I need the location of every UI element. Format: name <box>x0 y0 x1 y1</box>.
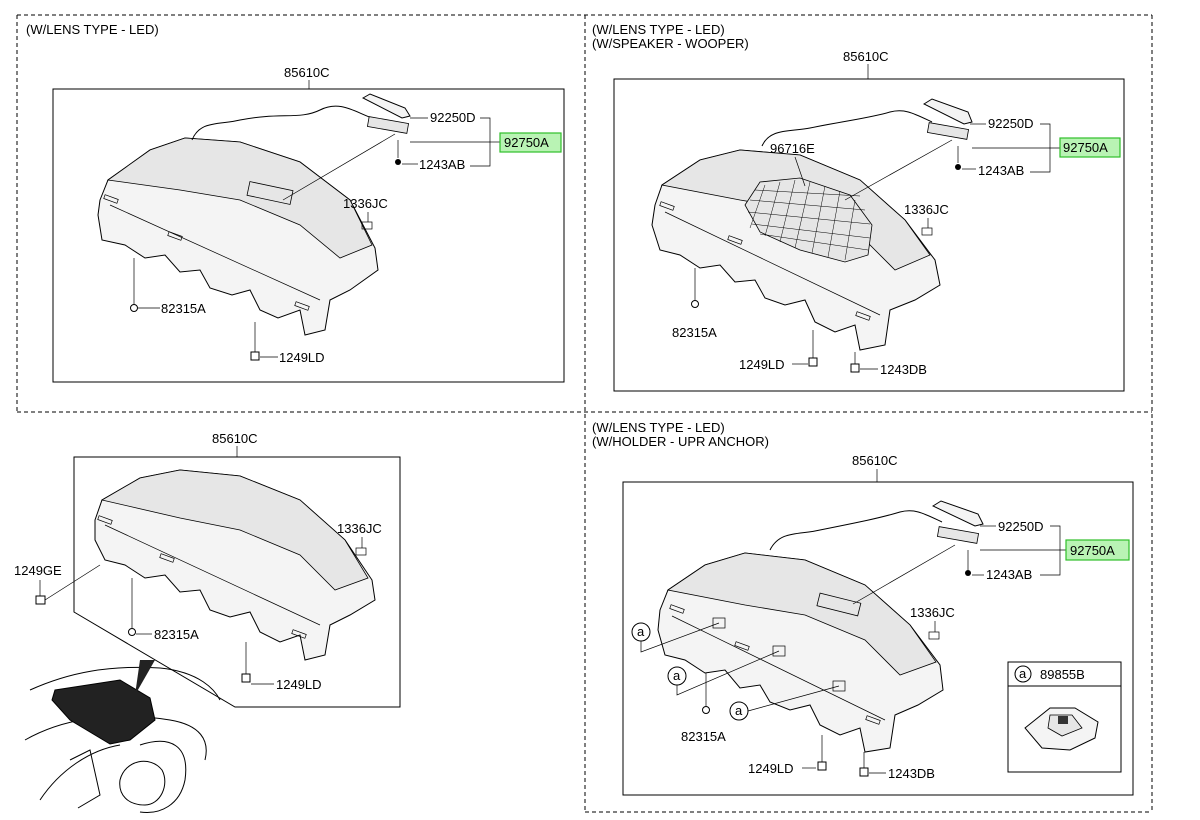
part-label-85610c: 85610C <box>284 65 330 80</box>
part-label-82315a: 82315A <box>161 301 206 316</box>
panel-bottom-right: (W/LENS TYPE - LED) (W/HOLDER - UPR ANCH… <box>592 420 1134 796</box>
part-label-92750a: 92750A <box>504 135 549 150</box>
part-highlight-92750a <box>499 132 562 153</box>
part-label-89855b: 89855B <box>1040 667 1085 682</box>
part-label-1336jc: 1336JC <box>904 202 949 217</box>
part-label-1249ld: 1249LD <box>739 357 785 372</box>
part-label-1336jc: 1336JC <box>910 605 955 620</box>
callout-a: a <box>637 624 645 639</box>
part-label-92250d: 92250D <box>988 116 1034 131</box>
panel-top-right: (W/LENS TYPE - LED) (W/SPEAKER - WOOPER)… <box>592 22 1125 392</box>
part-label-1336jc: 1336JC <box>337 521 382 536</box>
part-label-92750a: 92750A <box>1070 543 1115 558</box>
panel-top-left: (W/LENS TYPE - LED) 85610C 92250D 92750A… <box>26 22 565 383</box>
panel-bottom-left: 85610C 1336JC 1249GE 82315A 1249LD <box>14 431 401 814</box>
part-label-1243db: 1243DB <box>888 766 935 781</box>
part-label-85610c: 85610C <box>843 49 889 64</box>
panel-title: (W/LENS TYPE - LED) <box>592 420 725 435</box>
section-frames <box>16 14 1153 813</box>
part-label-92250d: 92250D <box>430 110 476 125</box>
panel-title: (W/LENS TYPE - LED) <box>26 22 159 37</box>
part-label-92250d: 92250D <box>998 519 1044 534</box>
part-label-1243ab: 1243AB <box>978 163 1024 178</box>
part-label-82315a: 82315A <box>154 627 199 642</box>
part-label-82315a: 82315A <box>681 729 726 744</box>
callout-a: a <box>1019 666 1027 681</box>
part-label-1249ge: 1249GE <box>14 563 62 578</box>
panel-subtitle: (W/HOLDER - UPR ANCHOR) <box>592 434 769 449</box>
callout-a: a <box>735 703 743 718</box>
part-label-85610c: 85610C <box>212 431 258 446</box>
part-label-96716e: 96716E <box>770 141 815 156</box>
panel-subtitle: (W/SPEAKER - WOOPER) <box>592 36 749 51</box>
part-label-1336jc: 1336JC <box>343 196 388 211</box>
speaker-grille <box>747 179 871 261</box>
part-label-1249ld: 1249LD <box>748 761 794 776</box>
part-highlight-92750a <box>1059 137 1121 158</box>
part-label-1249ld: 1249LD <box>279 350 325 365</box>
part-label-1243db: 1243DB <box>880 362 927 377</box>
part-label-1249ld: 1249LD <box>276 677 322 692</box>
part-label-82315a: 82315A <box>672 325 717 340</box>
part-label-92750a: 92750A <box>1063 140 1108 155</box>
part-label-85610c: 85610C <box>852 453 898 468</box>
panel-title: (W/LENS TYPE - LED) <box>592 22 725 37</box>
part-highlight-92750a <box>1065 539 1130 561</box>
part-label-1243ab: 1243AB <box>419 157 465 172</box>
callout-a: a <box>673 668 681 683</box>
part-label-1243ab: 1243AB <box>986 567 1032 582</box>
vehicle-location-illustration <box>24 660 221 814</box>
anchor-inset: a 89855B <box>1007 661 1122 773</box>
